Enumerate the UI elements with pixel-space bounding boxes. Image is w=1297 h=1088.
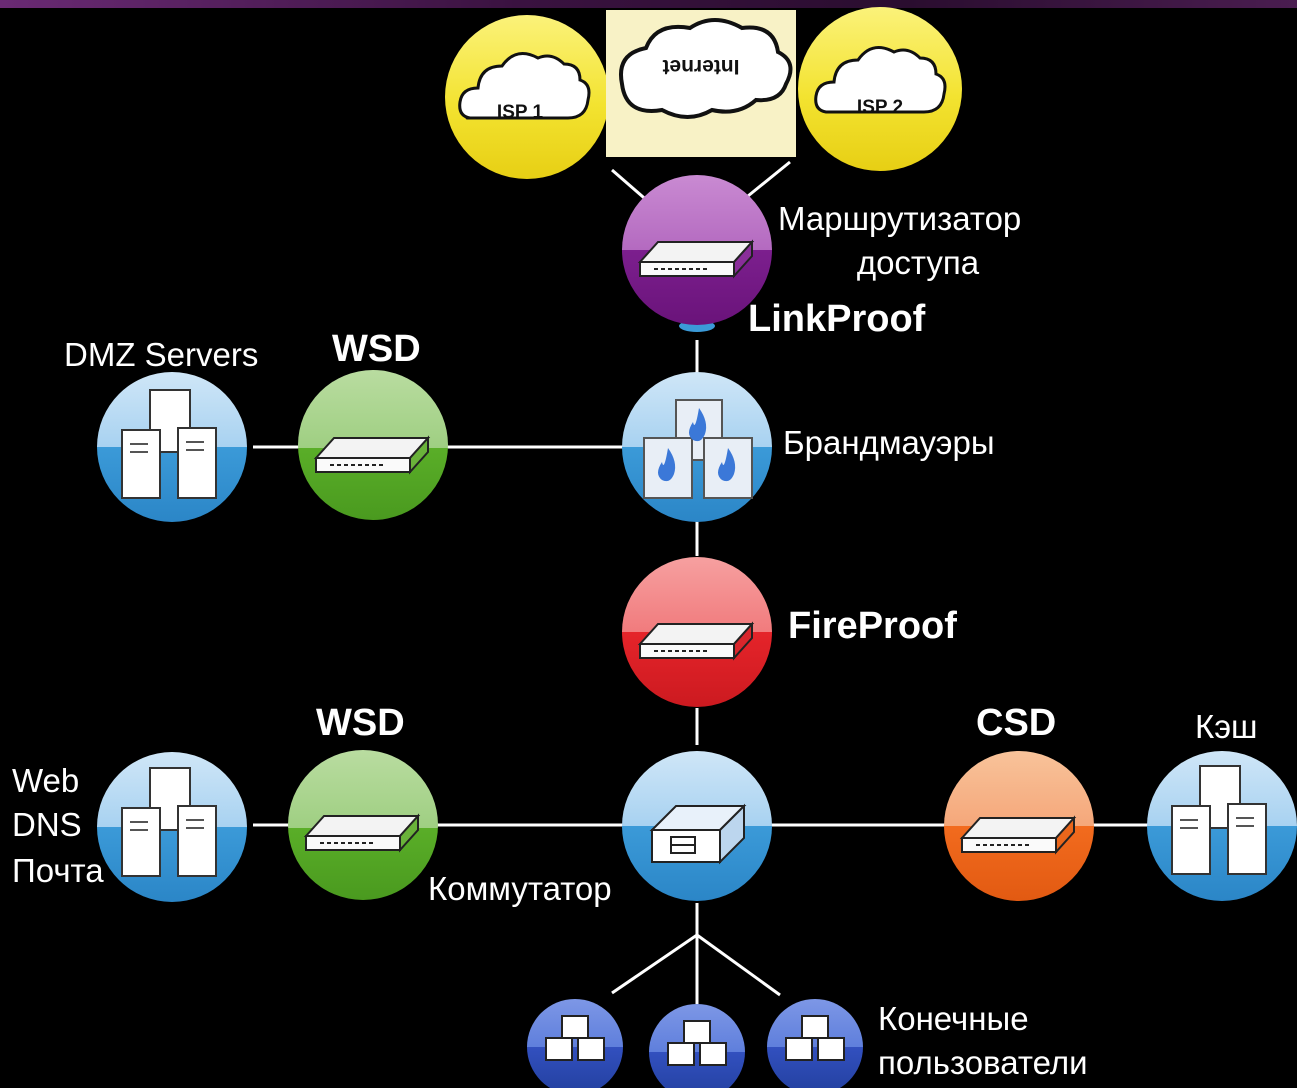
switch-icon <box>649 803 747 865</box>
dmz-servers-label: DMZ Servers <box>64 336 259 373</box>
wsd-bottom-node <box>288 750 438 900</box>
switch-node <box>622 751 772 901</box>
internet-node: Internet <box>606 10 796 157</box>
connector-lines <box>253 160 1148 1004</box>
end-users-label-line2: пользователи <box>878 1044 1088 1081</box>
wsd-top-node <box>298 370 448 520</box>
computer-icon <box>667 1020 727 1066</box>
appliance-icon <box>303 813 421 853</box>
firewalls-node <box>622 372 772 522</box>
appliance-icon <box>959 815 1077 855</box>
switch-label: Коммутатор <box>428 870 612 907</box>
appliance-icon <box>637 239 755 279</box>
isp2-node: ISP 2 <box>798 7 962 171</box>
isp2-label: ISP 2 <box>857 97 903 118</box>
web-dns-mail-servers-node <box>97 752 247 902</box>
appliance-icon <box>313 435 431 475</box>
internet-label: Internet <box>662 55 739 78</box>
cache-servers-node <box>1147 751 1297 901</box>
appliance-icon <box>637 621 755 661</box>
top-accent-bar <box>0 0 1297 8</box>
fireproof-node <box>622 557 772 707</box>
web-label: Web <box>12 762 80 799</box>
end-user-1 <box>527 999 623 1088</box>
wsd-bottom-label: WSD <box>316 702 405 744</box>
fireproof-label: FireProof <box>788 605 957 647</box>
firewalls-label: Брандмауэры <box>783 424 995 461</box>
cache-label: Кэш <box>1195 708 1258 745</box>
server-stack-icon <box>1171 765 1267 875</box>
linkproof-label: LinkProof <box>748 298 926 340</box>
computer-icon <box>785 1015 845 1061</box>
end-user-3 <box>767 999 863 1088</box>
server-stack-icon <box>121 767 217 877</box>
csd-node <box>944 751 1094 901</box>
isp1-node: ISP 1 <box>445 15 609 179</box>
wsd-top-label: WSD <box>332 328 421 370</box>
end-users-label-line1: Конечные <box>878 1000 1029 1037</box>
router-label-line1: Маршрутизатор <box>778 200 1022 237</box>
end-user-2 <box>649 1004 745 1088</box>
isp1-label: ISP 1 <box>497 102 544 123</box>
mail-label: Почта <box>12 852 104 889</box>
linkproof-node <box>622 175 772 332</box>
dns-label: DNS <box>12 806 82 843</box>
server-stack-icon <box>121 389 217 499</box>
csd-label: CSD <box>976 702 1057 744</box>
computer-icon <box>545 1015 605 1061</box>
dmz-servers-node <box>97 372 247 522</box>
router-label-line2: доступа <box>856 244 980 281</box>
